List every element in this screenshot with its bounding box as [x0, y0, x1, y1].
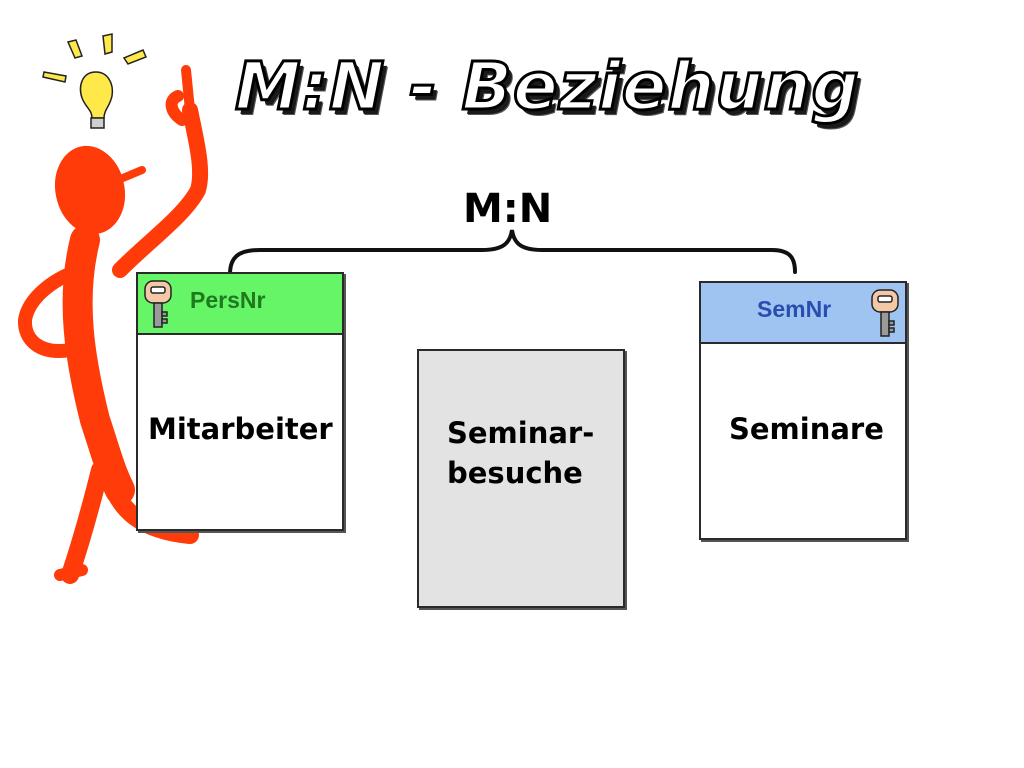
key-icon — [144, 280, 172, 328]
slide-title: M:N - Beziehung — [234, 47, 861, 127]
relation-label: M:N — [463, 186, 553, 232]
table-name-seminare: Seminare — [729, 412, 884, 446]
curly-brace-connector — [228, 229, 797, 276]
key-icon — [871, 289, 899, 337]
table-seminarbesuche: Seminar- besuche — [417, 349, 625, 608]
table-name-seminarbesuche: Seminar- besuche — [447, 413, 594, 493]
table-name-mitarbeiter: Mitarbeiter — [148, 412, 333, 446]
table-seminare: SemNr Seminare — [699, 281, 907, 540]
table-header-seminare: SemNr — [701, 283, 905, 344]
lightbulb-rays — [42, 33, 147, 83]
stick-figure-pointing-icon — [18, 33, 209, 584]
stick-figure-body — [18, 65, 209, 584]
key-field-semnr: SemNr — [757, 296, 832, 322]
table-mitarbeiter: PersNr Mitarbeiter — [136, 272, 344, 531]
key-field-persnr: PersNr — [190, 287, 266, 313]
table-name-line-1: Seminar- — [447, 416, 595, 450]
lightbulb-icon — [79, 71, 114, 129]
table-name-line-2: besuche — [447, 456, 583, 490]
table-header-mitarbeiter: PersNr — [138, 274, 342, 335]
